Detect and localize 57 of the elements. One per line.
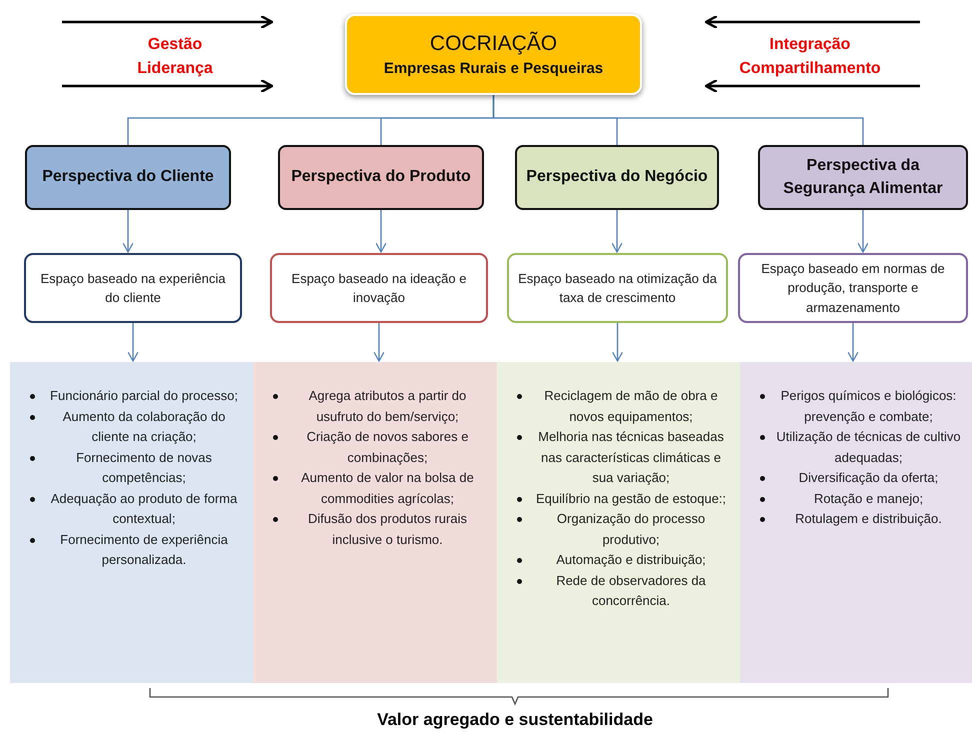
perspective-box [278, 145, 484, 210]
bullet-item: Funcionário parcial do processo; [49, 387, 239, 405]
bullet-item: Perigos químicos e biológicos: prevenção e combate; [780, 387, 958, 426]
bullet-item: Rotação e manejo; [812, 490, 924, 508]
arrow [612, 323, 624, 362]
keyword-label: Integração [768, 36, 852, 54]
title-text: COCRIAÇÃO [430, 32, 558, 56]
arrow [122, 210, 134, 253]
bullet-item: Melhoria nas técnicas baseadas nas características climáticas e sua variação; [537, 428, 725, 487]
space-box [24, 253, 242, 323]
keyword-label: Liderança [136, 60, 214, 78]
bullet-item: Utilização de técnicas de cultivo adequadas; [775, 428, 962, 467]
arrow [611, 210, 623, 253]
perspective-title: Perspectiva da Segurança Alimentar [782, 156, 944, 198]
space-description: Espaço baseado na ideação e inovação [290, 270, 468, 307]
space-box [738, 253, 968, 323]
perspective-box [25, 145, 231, 210]
list-panel [740, 362, 972, 683]
perspective-box [515, 145, 719, 210]
space-description: Espaço baseado na otimização da taxa de crescimento [517, 270, 718, 307]
subtitle-text: Empresas Rurais e Pesqueiras [384, 60, 604, 77]
space-description: Espaço baseado em normas de produção, transporte e armazenamento [760, 260, 946, 317]
bullet-item: Criação de novos sabores e combinações; [306, 428, 470, 467]
bullet-item: Difusão dos produtos rurais inclusive o turismo. [307, 510, 468, 548]
bullet-item: Rede de observadores da concorrência. [555, 572, 707, 610]
bullet-item: Aumento da colaboração do cliente na criação; [62, 408, 226, 446]
perspective-box [758, 145, 968, 210]
keyword-label: Gestão [146, 36, 204, 54]
perspective-title: Perspectiva do Produto [291, 167, 471, 188]
arrow [127, 323, 139, 362]
summary-label: Valor agregado e sustentabilidade [376, 710, 654, 730]
bullet-item: Adequação ao produto de forma contextual; [50, 490, 238, 528]
bullet-item: Organização do processo produtivo; [556, 510, 706, 549]
list-panel [497, 362, 740, 683]
space-description: Espaço baseado na experiência do cliente [39, 270, 227, 307]
bullet-item: Agrega atributos a partir do usufruto do bem/serviço; [308, 387, 468, 426]
bullet-item: Diversificação da oferta; [798, 469, 940, 487]
keyword-label: Compartilhamento [738, 60, 882, 78]
arrow [375, 210, 387, 253]
arrow [857, 210, 869, 253]
bullet-item: Fornecimento de novas competências; [75, 448, 213, 487]
perspective-title: Perspectiva do Negócio [526, 167, 708, 188]
perspective-title: Perspectiva do Cliente [42, 167, 214, 188]
bullet-item: Equilíbrio na gestão de estoque:; [534, 490, 728, 508]
connector-line [492, 95, 864, 145]
list-panel [10, 362, 253, 683]
bullet-item: Aumento de valor na bolsa de commodities agrícolas; [300, 469, 475, 508]
space-box [270, 253, 488, 323]
bullet-item: Automação e distribuição; [555, 551, 707, 569]
title-box [345, 14, 642, 95]
bullet-item: Fornecimento de experiência personalizada. [59, 530, 229, 569]
bullet-item: Reciclagem de mão de obra e novos equipamentos; [543, 387, 719, 426]
arrow [373, 323, 385, 362]
list-panel [253, 362, 497, 683]
space-box [507, 253, 728, 323]
arrow [847, 323, 859, 362]
bullet-item: Rotulagem e distribuição. [794, 510, 943, 528]
